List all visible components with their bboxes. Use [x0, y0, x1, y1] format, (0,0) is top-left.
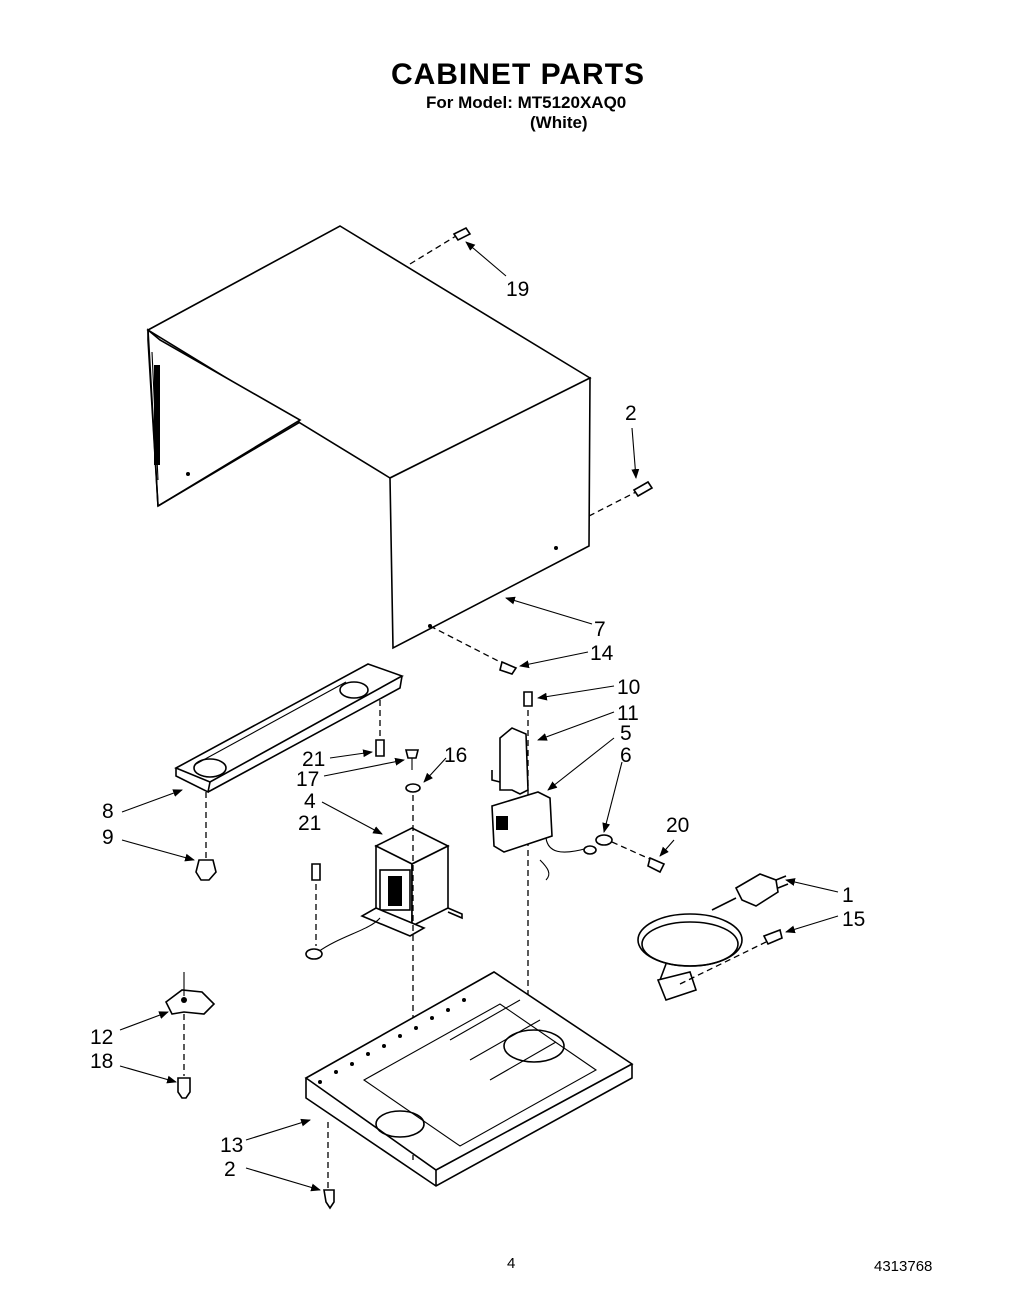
- model-line: For Model: MT5120XAQ0: [426, 93, 627, 112]
- screw-washer-part-16-17: [404, 749, 421, 793]
- leader-arrows: [119, 241, 839, 1192]
- page-number: 4: [507, 1255, 516, 1272]
- callout-21-lower: 21: [298, 812, 321, 835]
- callout-7: 7: [594, 618, 606, 641]
- callout-2-bottom: 2: [224, 1158, 236, 1181]
- callout-8: 8: [102, 800, 114, 823]
- callout-labels: 19 2 7 14 10 11 5 6 16 21 17 4 21 8 9 20…: [90, 278, 865, 1181]
- callout-19: 19: [506, 278, 529, 301]
- capacitor-part-5: [491, 791, 666, 881]
- callout-4: 4: [304, 790, 316, 813]
- callout-5: 5: [620, 722, 632, 745]
- page-title: CABINET PARTS: [390, 58, 646, 91]
- vent-holes: [318, 998, 466, 1084]
- document-number: 4313768: [874, 1258, 933, 1275]
- power-cord-part-1: [637, 873, 789, 1001]
- cabinet-wrapper: [146, 225, 592, 650]
- screw-part-14: [429, 625, 518, 675]
- callout-1: 1: [842, 884, 854, 907]
- callout-18: 18: [90, 1050, 113, 1073]
- callout-16: 16: [444, 744, 467, 767]
- callout-14: 14: [590, 642, 614, 665]
- callout-15: 15: [842, 908, 865, 931]
- callout-6: 6: [620, 744, 632, 767]
- callout-10: 10: [617, 676, 640, 699]
- callout-21-upper: 21: [302, 748, 325, 771]
- variant-label: (White): [530, 113, 588, 132]
- transformer-part-4: [305, 795, 463, 1160]
- base-plate-part-13: [304, 971, 634, 1210]
- callout-11: 11: [617, 702, 639, 725]
- hinge-bracket-part-12: [164, 972, 216, 1099]
- capacitor-bracket-part-11: [491, 691, 533, 1010]
- mounting-rail-part-8: [174, 663, 404, 881]
- callout-9: 9: [102, 826, 114, 849]
- callout-13: 13: [220, 1134, 243, 1157]
- callout-20: 20: [666, 814, 689, 837]
- callout-17: 17: [296, 768, 319, 791]
- screw-part-19: [409, 226, 472, 265]
- screw-part-2-top: [588, 480, 654, 517]
- callout-2-top: 2: [625, 402, 637, 425]
- callout-12: 12: [90, 1026, 113, 1049]
